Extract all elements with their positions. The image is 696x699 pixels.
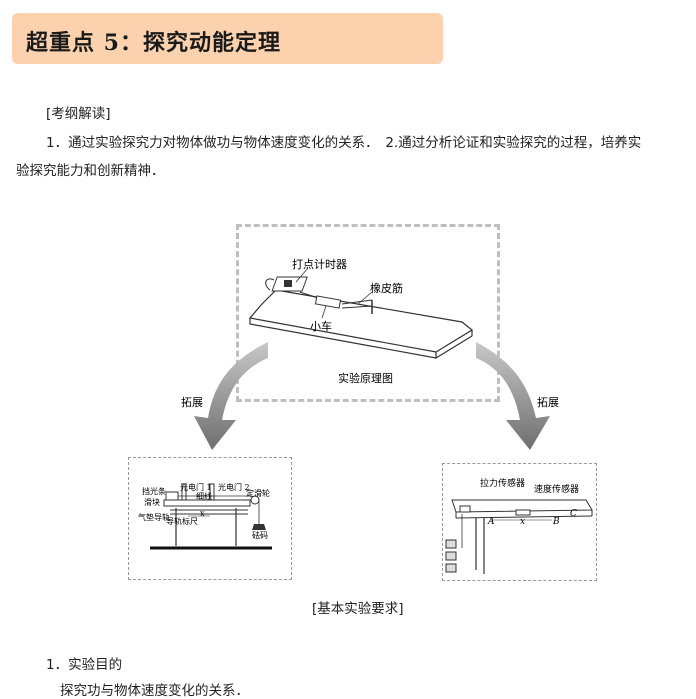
speed-sensor-label: 速度传感器 <box>534 483 579 495</box>
requirements-heading: [基本实验要求] <box>312 601 404 617</box>
left-figure-frame <box>128 457 292 580</box>
thread-label: 细线 <box>196 491 212 501</box>
section-banner: 超重点 5：探究动能定理 <box>12 13 443 64</box>
air-track-label: 气垫导轨 <box>138 512 170 522</box>
section1-title: 1．实验目的 <box>46 657 123 673</box>
point-c-label: C <box>570 509 577 519</box>
air-track-apparatus <box>150 483 272 550</box>
weight-label: 砝码 <box>252 530 268 540</box>
right-figure-frame <box>442 463 597 581</box>
principle-apparatus <box>248 267 474 359</box>
syllabus-heading: [考纲解读] <box>46 106 111 122</box>
light-bar-label: 挡光条 <box>142 486 166 496</box>
left-x-label: x <box>200 509 205 518</box>
gate2-label: 光电门 2 <box>218 482 250 492</box>
principle-caption: 实验原理图 <box>338 371 393 385</box>
left-expand-label: 拓展 <box>181 395 203 409</box>
section1-body: 探究功与物体速度变化的关系． <box>60 683 249 699</box>
force-sensor-label: 拉力传感器 <box>480 477 525 489</box>
point-b-label: B <box>552 517 560 527</box>
pulley-label: 定滑轮 <box>246 488 270 498</box>
banner-title: 超重点 5：探究动能定理 <box>26 30 281 56</box>
right-expand-label: 拓展 <box>537 395 559 409</box>
gate1-label: 光电门 1 <box>180 482 212 492</box>
syllabus-line2: 验探究能力和创新精神． <box>16 163 165 179</box>
rubber-label: 橡皮筋 <box>370 281 403 295</box>
rail-scale-label: 导轨标尺 <box>166 516 198 526</box>
right-x-label: x <box>520 517 525 527</box>
sensor-apparatus <box>445 499 593 574</box>
slider-label: 滑块 <box>144 497 160 507</box>
cart-label: 小车 <box>310 319 332 333</box>
timer-label: 打点计时器 <box>292 257 347 271</box>
syllabus-line1: 1．通过实验探究力对物体做功与物体速度变化的关系． 2.通过分析论证和实验探究的… <box>46 135 642 151</box>
left-expand-arrow <box>194 342 268 450</box>
right-expand-arrow <box>476 342 550 450</box>
principle-figure-frame <box>236 224 500 402</box>
point-a-label: A <box>487 517 495 527</box>
